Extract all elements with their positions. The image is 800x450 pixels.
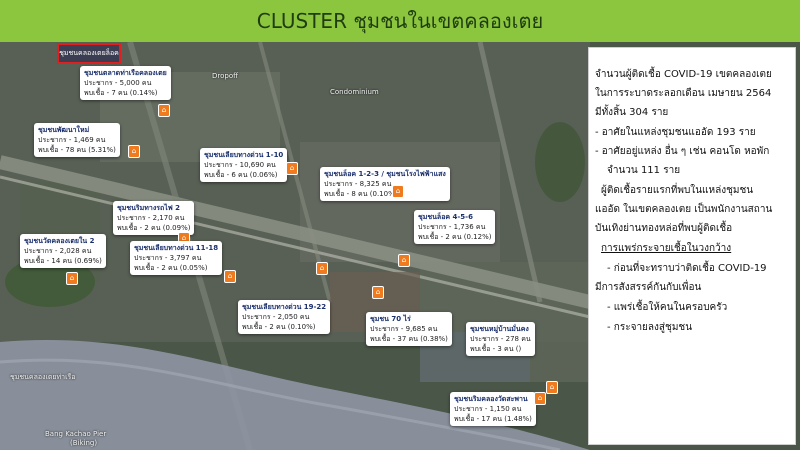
panel-line: บันเทิงย่านทองหล่อที่พบผู้ติดเชื้อ xyxy=(595,223,733,234)
community-cases: พบเชื้อ - 2 คน (0.12%) xyxy=(418,233,492,241)
panel-line: ผู้ติดเชื้อรายแรกที่พบในแหล่งชุมชน xyxy=(601,185,754,196)
community-population: ประชากร - 1,150 คน xyxy=(454,405,522,413)
community-callout[interactable]: ชุมชนพัฒนาใหม่ ประชากร - 1,469 คน พบเชื้… xyxy=(34,123,120,157)
panel-line: จำนวน 111 ราย xyxy=(607,165,681,176)
location-pin-icon[interactable]: ⌂ xyxy=(392,185,404,198)
place-label: ชุมชนคลองเตยท่าเรือ xyxy=(10,373,76,381)
community-callout[interactable]: ชุมชนล็อค 1-2-3 / ชุมชนโรงไฟฟ้าแสง ประชา… xyxy=(320,167,450,201)
highlighted-community-box[interactable]: ชุมชนคลองเตยล็อค xyxy=(57,43,121,64)
location-pin-icon[interactable]: ⌂ xyxy=(224,270,236,283)
community-population: ประชากร - 278 คน xyxy=(470,335,531,343)
community-callout[interactable]: ชุมชนเลียบทางด่วน 11-18 ประชากร - 3,797 … xyxy=(130,241,223,275)
place-label: Condominium xyxy=(330,88,379,96)
place-label: Dropoff xyxy=(212,72,238,80)
location-pin-icon[interactable]: ⌂ xyxy=(128,145,140,158)
community-cases: พบเชื้อ - 2 คน (0.09%) xyxy=(117,224,191,232)
panel-line: มีทั้งสิ้น 304 ราย xyxy=(595,107,669,118)
community-name: ชุมชนเลียบทางด่วน 19-22 xyxy=(242,303,327,311)
community-name: ชุมชนริมทางรถไฟ 2 xyxy=(117,204,181,212)
panel-line: - ก่อนที่จะทราบว่าติดเชื้อ COVID-19 xyxy=(607,263,767,274)
community-population: ประชากร - 2,028 คน xyxy=(24,247,92,255)
community-callout[interactable]: ชุมชนหมู่บ้านมั่นคง ประชากร - 278 คน พบเ… xyxy=(466,322,535,356)
panel-line-slum: - อาศัยในแหล่งชุมชนแออัด 193 ราย xyxy=(595,127,756,138)
panel-line: - กระจายลงสู่ชุมชน xyxy=(607,322,693,333)
location-pin-icon[interactable]: ⌂ xyxy=(316,262,328,275)
community-population: ประชากร - 2,050 คน xyxy=(242,313,310,321)
info-panel: จำนวนผู้ติดเชื้อ COVID-19 เขตคลองเตย ในก… xyxy=(588,47,796,445)
community-name: ชุมชน 70 ไร่ xyxy=(370,315,411,323)
community-callout[interactable]: ชุมชนวัดคลองเตยใน 2 ประชากร - 2,028 คน พ… xyxy=(20,234,106,268)
highlighted-community-label: ชุมชนคลองเตยล็อค xyxy=(59,49,119,57)
community-callout[interactable]: ชุมชนตลาดท่าเรือคลองเตย ประชากร - 5,000 … xyxy=(80,66,171,100)
community-callout[interactable]: ชุมชนริมคลองวัดสะพาน ประชากร - 1,150 คน … xyxy=(450,392,536,426)
location-pin-icon[interactable]: ⌂ xyxy=(66,272,78,285)
community-callout[interactable]: ชุมชนริมทางรถไฟ 2 ประชากร - 2,170 คน พบเ… xyxy=(113,201,195,235)
location-pin-icon[interactable]: ⌂ xyxy=(158,104,170,117)
place-label: (Biking) xyxy=(70,439,98,447)
community-population: ประชากร - 10,690 คน xyxy=(204,161,276,169)
location-pin-icon[interactable]: ⌂ xyxy=(286,162,298,175)
community-name: ชุมชนพัฒนาใหม่ xyxy=(38,126,90,134)
community-callout[interactable]: ชุมชนล็อค 4-5-6 ประชากร - 1,736 คน พบเชื… xyxy=(414,210,496,244)
community-cases: พบเชื้อ - 6 คน (0.06%) xyxy=(204,171,278,179)
title-bar: CLUSTER ชุมชนในเขตคลองเตย xyxy=(0,0,800,42)
community-cases: พบเชื้อ - 14 คน (0.69%) xyxy=(24,257,102,265)
community-name: ชุมชนริมคลองวัดสะพาน xyxy=(454,395,528,403)
community-population: ประชากร - 1,469 คน xyxy=(38,136,106,144)
location-pin-icon[interactable]: ⌂ xyxy=(372,286,384,299)
community-cases: พบเชื้อ - 3 คน () xyxy=(470,345,522,353)
panel-line: จำนวนผู้ติดเชื้อ COVID-19 เขตคลองเตย xyxy=(595,69,772,80)
community-population: ประชากร - 1,736 คน xyxy=(418,223,486,231)
panel-line: - อาศัยอยู่แหล่ง อื่น ๆ เช่น คอนโด หอพัก xyxy=(595,146,770,157)
location-pin-icon[interactable]: ⌂ xyxy=(398,254,410,267)
community-cases: พบเชื้อ - 8 คน (0.10%) xyxy=(324,190,398,198)
community-name: ชุมชนเลียบทางด่วน 1-10 xyxy=(204,151,284,159)
community-callout[interactable]: ชุมชนเลียบทางด่วน 19-22 ประชากร - 2,050 … xyxy=(238,300,331,334)
community-cases: พบเชื้อ - 37 คน (0.38%) xyxy=(370,335,448,343)
community-name: ชุมชนเลียบทางด่วน 11-18 xyxy=(134,244,219,252)
community-callout[interactable]: ชุมชนเลียบทางด่วน 1-10 ประชากร - 10,690 … xyxy=(200,148,288,182)
page-title: CLUSTER ชุมชนในเขตคลองเตย xyxy=(256,9,544,33)
community-name: ชุมชนตลาดท่าเรือคลองเตย xyxy=(84,69,167,77)
location-pin-icon[interactable]: ⌂ xyxy=(546,381,558,394)
community-cases: พบเชื้อ - 2 คน (0.05%) xyxy=(134,264,208,272)
community-name: ชุมชนวัดคลองเตยใน 2 xyxy=(24,237,95,245)
location-pin-icon[interactable]: ⌂ xyxy=(534,392,546,405)
community-name: ชุมชนล็อค 4-5-6 xyxy=(418,213,473,221)
community-cases: พบเชื้อ - 17 คน (1.48%) xyxy=(454,415,532,423)
place-label: Bang Kachao Pier xyxy=(45,430,107,438)
community-name: ชุมชนหมู่บ้านมั่นคง xyxy=(470,325,529,333)
panel-line: - แพร่เชื้อให้คนในครอบครัว xyxy=(607,302,728,313)
community-population: ประชากร - 9,685 คน xyxy=(370,325,438,333)
panel-line: แออัด ในเขตคลองเตย เป็นพนักงานสถาน xyxy=(595,204,773,215)
community-population: ประชากร - 5,000 คน xyxy=(84,79,152,87)
community-population: ประชากร - 3,797 คน xyxy=(134,254,202,262)
community-cases: พบเชื้อ - 2 คน (0.10%) xyxy=(242,323,316,331)
community-population: ประชากร - 8,325 คน xyxy=(324,180,392,188)
community-cases: พบเชื้อ - 78 คน (5.31%) xyxy=(38,146,116,154)
community-callout[interactable]: ชุมชน 70 ไร่ ประชากร - 9,685 คน พบเชื้อ … xyxy=(366,312,452,346)
panel-line: ในการระบาดระลอกเดือน เมษายน 2564 xyxy=(595,88,772,99)
community-name: ชุมชนล็อค 1-2-3 / ชุมชนโรงไฟฟ้าแสง xyxy=(324,170,446,178)
panel-subheading: การแพร่กระจายเชื้อในวงกว้าง xyxy=(601,243,732,254)
community-population: ประชากร - 2,170 คน xyxy=(117,214,185,222)
community-cases: พบเชื้อ - 7 คน (0.14%) xyxy=(84,89,158,97)
panel-line: มีการสังสรรค์กันกับเพื่อน xyxy=(595,282,702,293)
